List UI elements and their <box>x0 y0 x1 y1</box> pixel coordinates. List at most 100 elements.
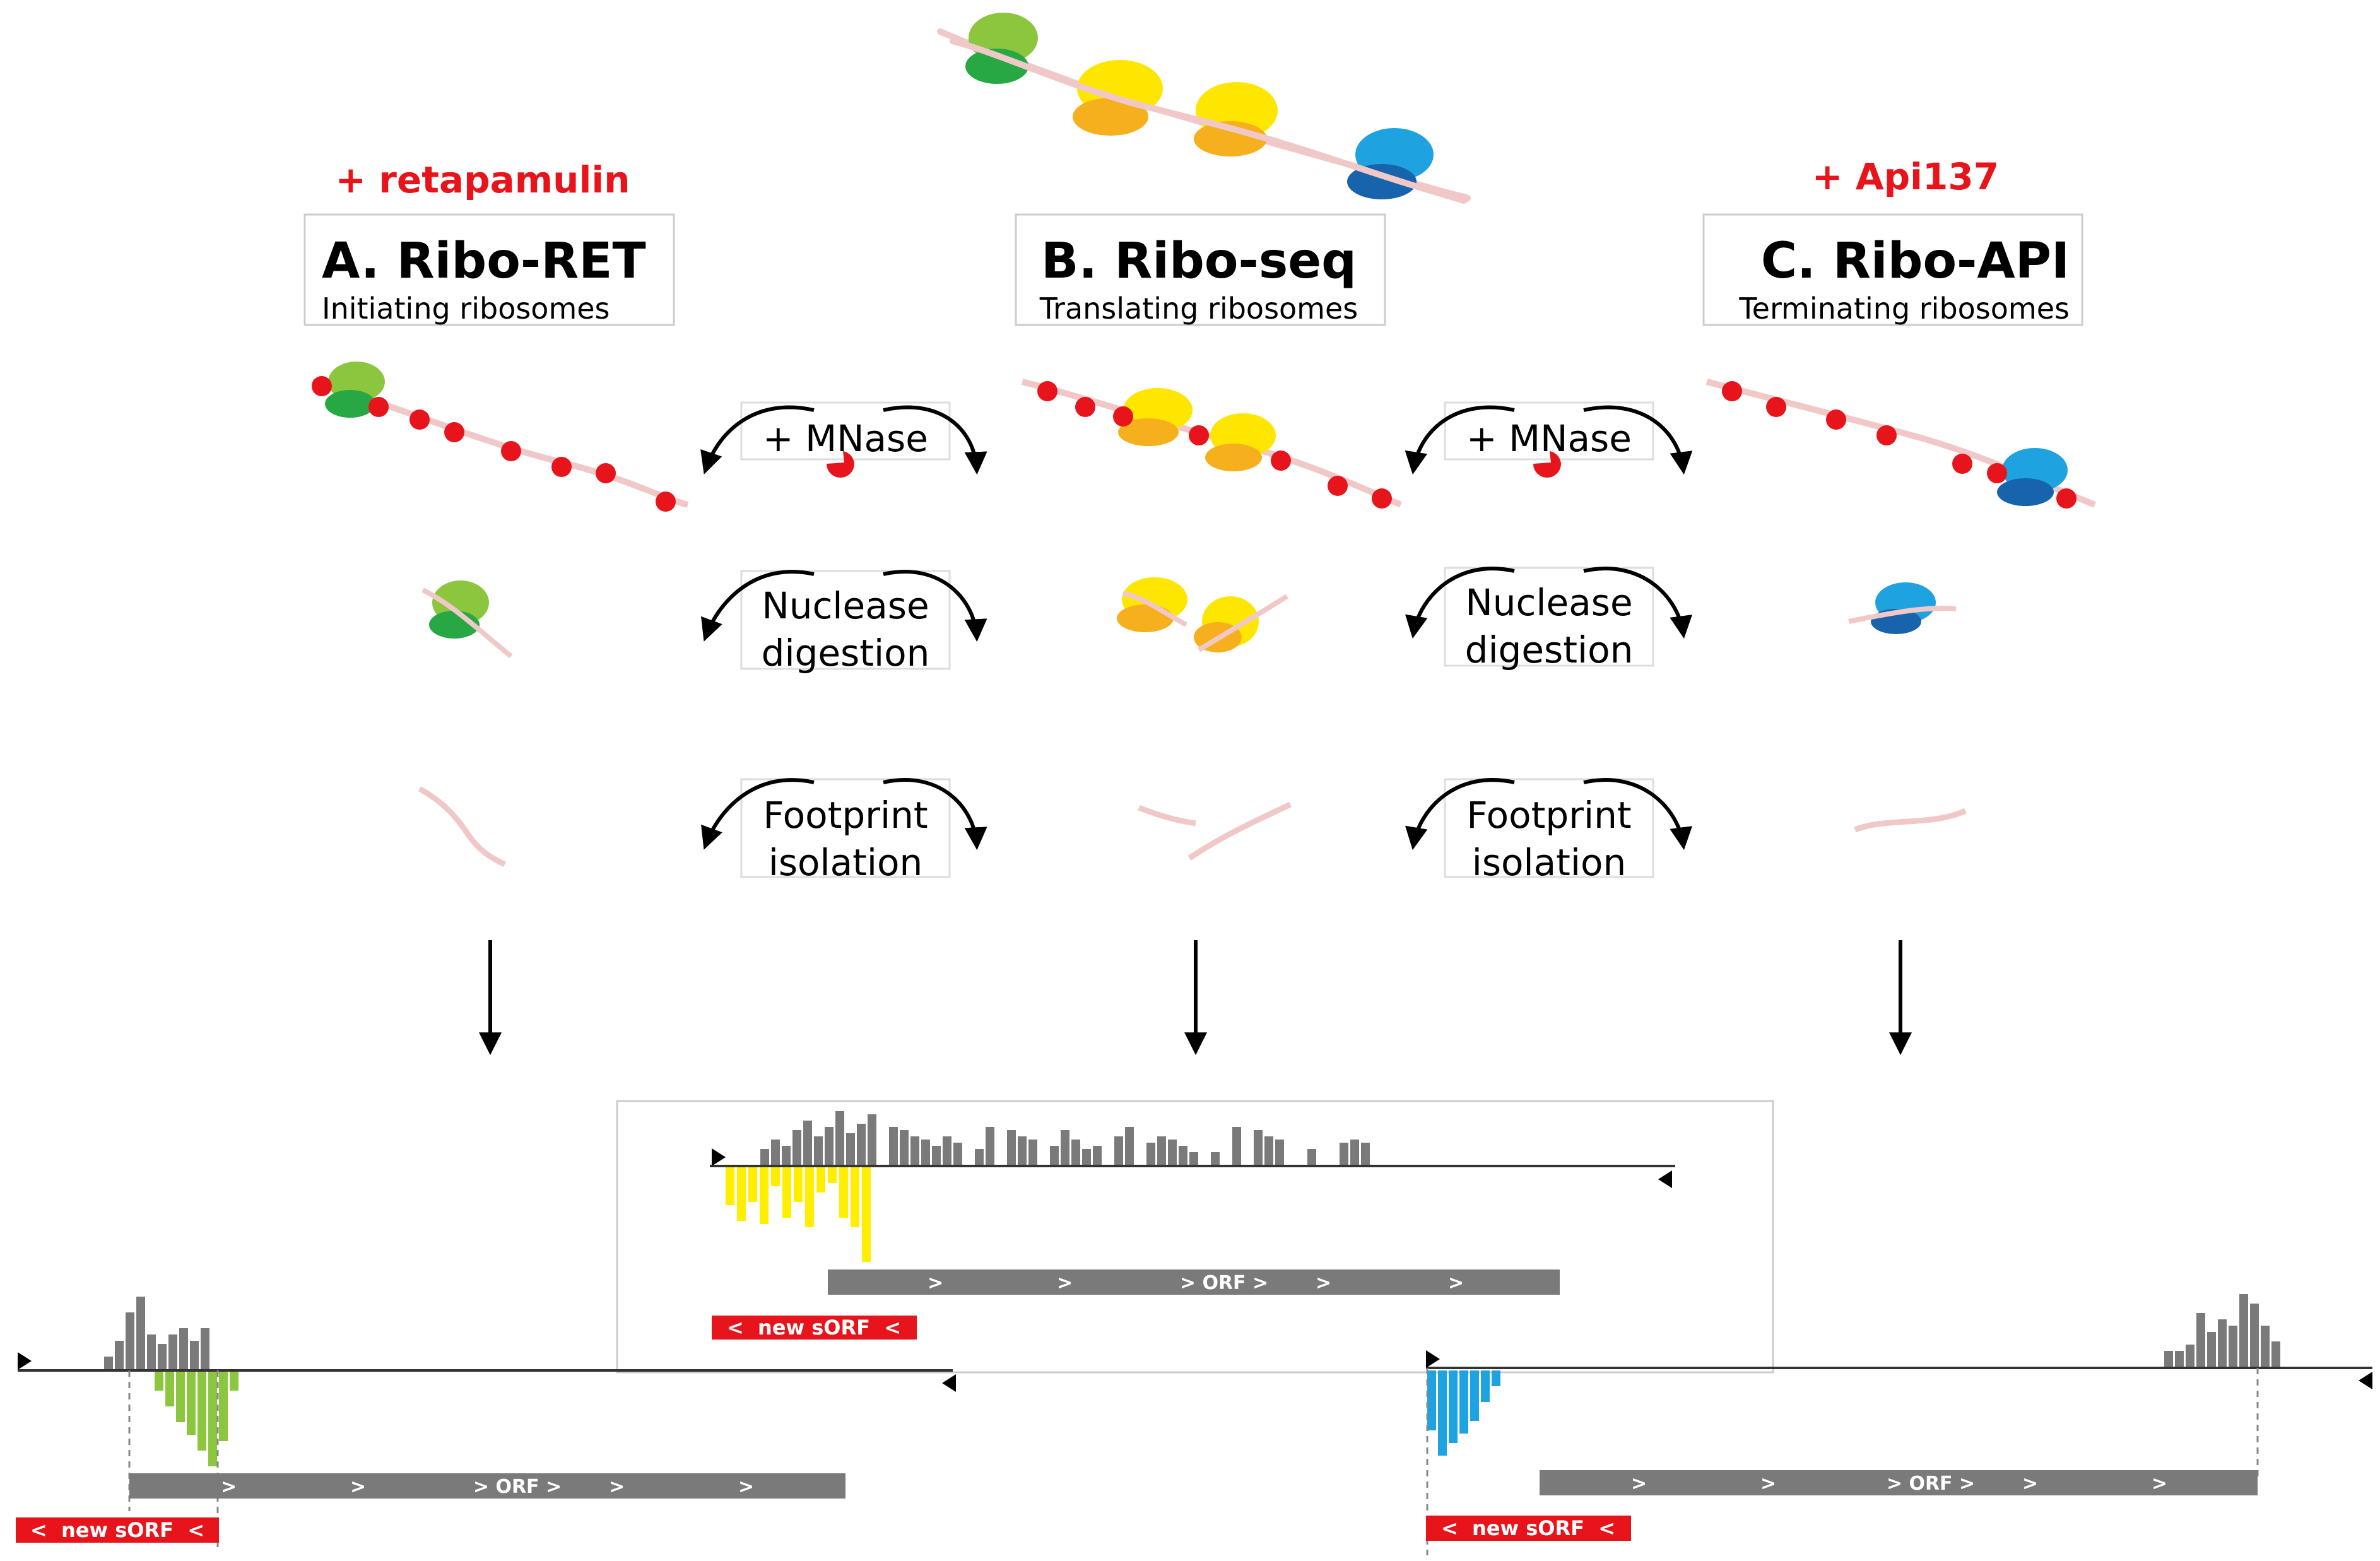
density-bar <box>846 1133 855 1165</box>
orf-arrow-text: > <box>1057 1272 1073 1294</box>
density-bar <box>943 1136 951 1165</box>
footprint-label-right-2: isolation <box>1472 841 1627 884</box>
density-bar <box>760 1167 769 1224</box>
density-bar <box>136 1297 145 1369</box>
density-bar <box>1427 1370 1436 1430</box>
step-footprint-right: Footprint isolation <box>1405 778 1693 884</box>
density-bar <box>155 1372 163 1391</box>
density-bar <box>862 1167 871 1262</box>
density-bar <box>2229 1326 2237 1367</box>
panel-b-title: B. Ribo-seq <box>1041 233 1357 290</box>
digestion-label-right-1: Nuclease <box>1465 581 1632 624</box>
density-bar <box>986 1127 994 1165</box>
footprint-b2 <box>1187 801 1292 861</box>
start-marker-icon <box>712 1148 726 1166</box>
orf-label: > ORF > <box>1180 1272 1268 1294</box>
digestion-label-left-2: digestion <box>762 632 930 674</box>
density-bar <box>868 1114 876 1165</box>
density-bar <box>179 1328 188 1369</box>
row-mnase-c <box>1705 379 2096 509</box>
density-bar <box>2239 1294 2248 1367</box>
retapamulin-label: + retapamulin <box>335 158 630 201</box>
start-marker-icon <box>18 1352 32 1370</box>
riboseq-track: > > > ORF > > > < new sORF < <box>616 1100 1774 1374</box>
orf-label: > ORF > <box>473 1476 562 1498</box>
density-bar <box>126 1312 134 1369</box>
density-bar <box>748 1167 757 1202</box>
panel-b-box: B. Ribo-seq Translating ribosomes <box>1015 213 1386 326</box>
density-bar <box>792 1130 801 1165</box>
density-bar <box>910 1136 919 1165</box>
orf-arrow-text: > <box>221 1476 237 1498</box>
orf-arrows: > > > ORF > > > <box>928 1272 1464 1294</box>
density-bar <box>1275 1140 1284 1165</box>
density-bar <box>1254 1130 1263 1165</box>
density-bar <box>932 1146 941 1165</box>
orf-bar <box>828 1269 1560 1295</box>
start-marker-icon <box>1426 1350 1440 1368</box>
step-footprint-left: Footprint isolation <box>701 778 987 884</box>
density-bar <box>158 1344 167 1369</box>
density-bar <box>1114 1136 1123 1165</box>
density-bar <box>900 1130 909 1165</box>
density-bar <box>2175 1351 2184 1367</box>
panel-b-subtitle: Translating ribosomes <box>1039 292 1358 326</box>
density-bar <box>782 1167 791 1218</box>
density-bar <box>1361 1143 1370 1165</box>
footprint-b1 <box>1138 804 1196 827</box>
density-bar <box>2271 1341 2280 1367</box>
riboapi-lower-bars <box>1427 1370 1500 1456</box>
density-bar <box>1232 1127 1241 1165</box>
density-bar <box>737 1167 746 1221</box>
density-bar <box>176 1372 185 1422</box>
protected-ribosomes-b <box>1117 577 1289 652</box>
density-bar <box>1481 1370 1490 1402</box>
density-bar <box>1168 1140 1177 1165</box>
density-bar <box>2250 1304 2259 1367</box>
density-bar <box>1007 1130 1016 1165</box>
density-bar <box>104 1357 113 1369</box>
end-marker-icon <box>1658 1170 1672 1188</box>
density-bar <box>197 1372 206 1451</box>
density-bar <box>814 1136 823 1165</box>
density-bar <box>2164 1351 2173 1367</box>
orf-arrow-text: > <box>1448 1272 1464 1294</box>
riboseq-track-frame <box>616 1100 1774 1374</box>
end-marker-icon <box>2359 1372 2372 1389</box>
polysome-illustration <box>937 13 1471 204</box>
density-bar <box>835 1111 844 1165</box>
density-bar <box>889 1127 898 1165</box>
panel-c-box: C. Ribo-API Terminating ribosomes <box>1702 213 2083 326</box>
density-bar <box>1449 1370 1458 1443</box>
density-bar <box>2186 1345 2194 1367</box>
panel-c-subtitle: Terminating ribosomes <box>1738 292 2070 326</box>
orf-arrow-text: > <box>350 1476 366 1498</box>
density-bar <box>726 1167 734 1205</box>
mnase-icon <box>1533 451 1561 478</box>
new-sorf-bar <box>1426 1516 1631 1541</box>
density-bar <box>208 1372 217 1466</box>
density-bar <box>1492 1370 1500 1386</box>
density-bar <box>1028 1140 1037 1165</box>
density-bar <box>219 1372 228 1441</box>
density-bar <box>953 1143 962 1165</box>
digestion-label-right-2: digestion <box>1465 628 1634 671</box>
riboapi-track: > > > ORF > > > < new sORF < <box>1426 1294 2372 1555</box>
density-bar <box>2196 1313 2205 1367</box>
density-bar <box>1125 1127 1134 1165</box>
riboret-lower-bars <box>155 1372 239 1466</box>
density-bar <box>1146 1143 1155 1165</box>
step-digestion-left: Nuclease digestion <box>701 570 987 674</box>
density-bar <box>1470 1370 1479 1421</box>
orf-arrow-text: > <box>1316 1272 1331 1294</box>
density-bar <box>201 1328 209 1369</box>
new-sorf-label: < new sORF < <box>1441 1516 1615 1540</box>
density-bar <box>857 1124 866 1165</box>
density-bar <box>1082 1149 1091 1165</box>
density-bar <box>771 1167 780 1186</box>
density-bar <box>839 1167 848 1218</box>
step-mnase-right: + MNase <box>1405 401 1693 478</box>
new-sorf-bar <box>16 1517 219 1543</box>
density-bar <box>2261 1326 2270 1367</box>
density-bar <box>760 1149 769 1165</box>
